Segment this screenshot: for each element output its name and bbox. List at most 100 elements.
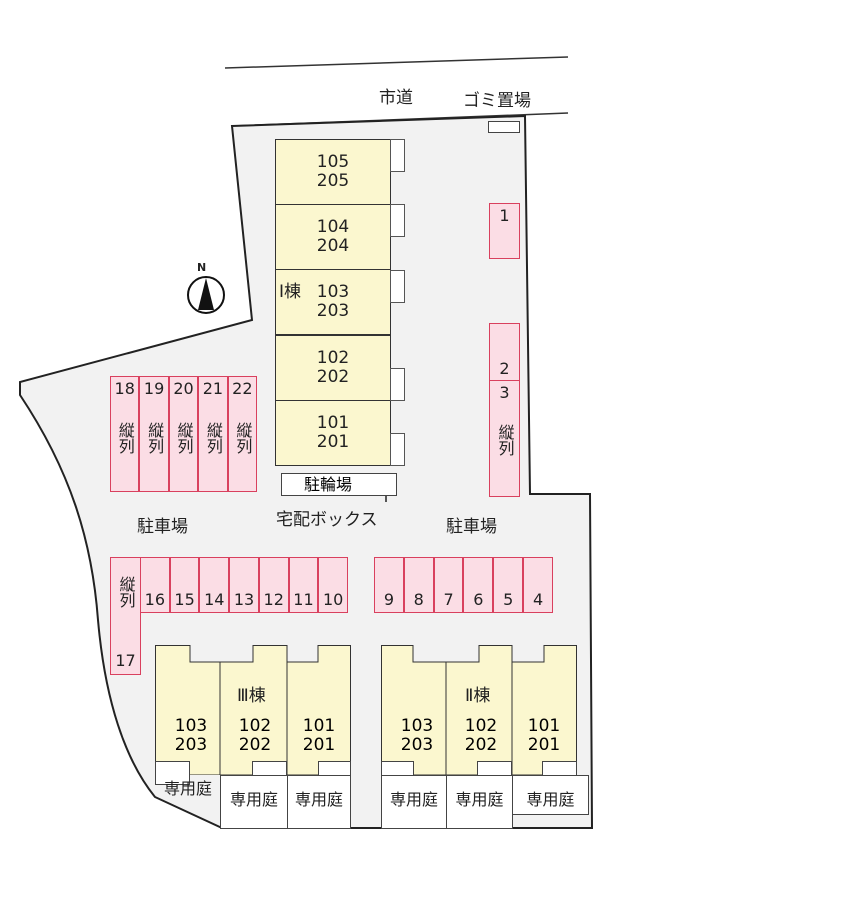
parking-label-right: 駐車場 [446,517,497,537]
parking-row-16-10: 16 15 14 13 12 11 10 [140,557,349,613]
unit-number: 203 [174,735,208,755]
unit-number: 205 [316,171,350,191]
spot-number: 16 [144,590,166,609]
tandem-label: 縦列 [116,576,136,608]
parking-spot-8: 8 [403,557,434,613]
unit-number: 105 [316,152,350,172]
parking-spot-21: 21 縦列 [198,376,228,492]
unit-number: 201 [316,432,350,452]
spot-number: 18 [114,379,135,398]
unit-number: 102 [316,348,350,368]
parking-row-18-22: 18 縦列 19 縦列 20 縦列 21 縦列 22 縦列 [110,376,258,492]
parking-spot-18: 18 縦列 [110,376,140,492]
north-label: N [197,261,207,274]
private-garden: 専用庭 [220,775,288,829]
unit-number: 102 [464,716,498,736]
parking-spot-14: 14 [199,557,230,613]
garden-label: 専用庭 [526,790,575,809]
bike-parking: 駐輪場 [281,473,397,496]
unit-number: 103 [400,716,434,736]
spot-number: 12 [263,590,284,609]
parking-spot-7: 7 [433,557,464,613]
private-garden: 専用庭 [512,775,589,815]
unit-number: 103 [174,716,208,736]
parking-spot-22: 22 縦列 [227,376,258,492]
balcony [155,761,190,785]
parking-spot-10: 10 [318,557,349,613]
spot-number: 8 [413,590,424,609]
building-3-footprint [155,645,351,775]
balcony [390,204,405,237]
building-2-footprint [381,645,577,775]
garden-label: 専用庭 [389,790,438,809]
spot-number: 15 [174,590,195,609]
tandem-label: 縦列 [115,422,135,454]
unit-number: 202 [464,735,498,755]
spot-number: 22 [232,379,253,398]
building-2-label: Ⅱ棟 [465,686,491,706]
tandem-label: 縦列 [145,422,165,454]
spot-number: 19 [143,379,165,398]
parking-spot-19: 19 縦列 [139,376,169,492]
parking-label-left: 駐車場 [137,517,188,537]
garden-label: 専用庭 [163,779,212,798]
spot-number: 2 [499,359,510,378]
spot-number: 11 [293,590,314,609]
garden-label: 専用庭 [229,790,278,809]
unit-number: 101 [527,716,561,736]
parking-spot-13: 13 [229,557,259,613]
parking-spot-5: 5 [493,557,524,613]
spot-number: 5 [503,590,514,609]
unit-number: 203 [400,735,434,755]
private-garden: 専用庭 [287,775,351,829]
unit-number: 101 [316,413,350,433]
building-1-label: Ⅰ棟 [279,282,302,302]
spot-number: 20 [173,379,194,398]
parking-spot-20: 20 縦列 [168,376,199,492]
unit-number: 203 [316,301,350,321]
private-garden: 専用庭 [446,775,513,829]
delivery-box-label: 宅配ボックス [276,510,378,530]
unit-number: 102 [238,716,272,736]
spot-number: 7 [443,590,454,609]
tandem-label: 縦列 [233,422,253,454]
spot-number: 17 [115,651,136,670]
north-arrow-icon [187,276,225,314]
tandem-label: 縦列 [495,424,515,456]
tandem-label: 縦列 [203,422,223,454]
balcony [390,368,405,401]
garbage-area [488,121,520,133]
unit-number: 204 [316,236,350,256]
road-label: 市道 [379,88,413,108]
garden-label: 専用庭 [294,790,343,809]
parking-spot-2: 2 [489,323,520,381]
parking-spot-16: 16 [140,557,170,613]
spot-number: 21 [202,379,224,398]
unit-number: 201 [527,735,561,755]
parking-spot-11: 11 [288,557,319,613]
parking-row-9-4: 9 8 7 6 5 4 [374,557,553,613]
unit-number: 201 [302,735,336,755]
spot-number: 1 [499,206,510,225]
private-garden: 専用庭 [155,775,221,799]
balcony [390,139,405,172]
balcony [390,433,405,466]
unit-number: 104 [316,217,350,237]
spot-number: 3 [499,383,510,402]
garbage-area-label: ゴミ置場 [463,91,531,111]
road-edge-top [224,56,569,69]
unit-number: 103 [316,282,350,302]
tandem-label: 縦列 [174,422,194,454]
